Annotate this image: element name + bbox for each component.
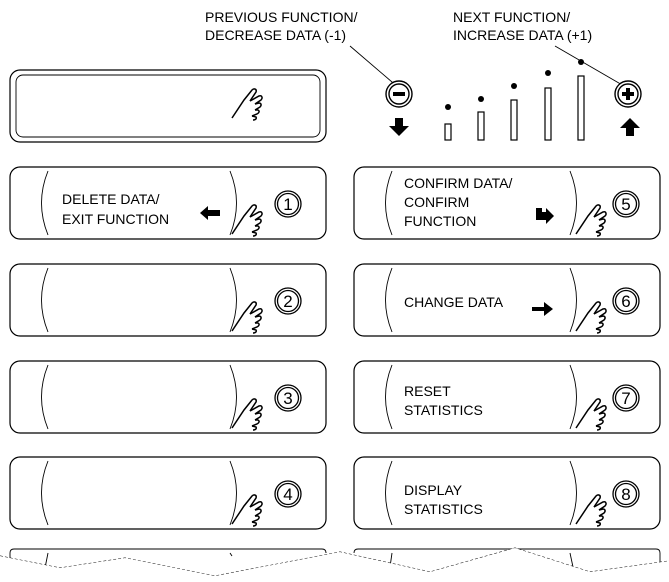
- level-bar: [544, 87, 552, 141]
- key-5-label-line1: CONFIRM DATA/: [404, 175, 512, 191]
- key-5[interactable]: CONFIRM DATA/ CONFIRM FUNCTION 5: [353, 166, 661, 240]
- next-function-button[interactable]: [614, 80, 642, 108]
- key-6-number: 6: [621, 292, 630, 311]
- key-2[interactable]: 2: [9, 263, 327, 337]
- minus-circle-icon: [393, 92, 405, 96]
- key-4-number: 4: [283, 485, 292, 504]
- key-7-number: 7: [621, 389, 630, 408]
- level-bar: [577, 75, 585, 141]
- next-leader-line: [554, 45, 625, 87]
- key-8[interactable]: DISPLAY STATISTICS 8: [353, 456, 661, 530]
- previous-function-label: PREVIOUS FUNCTION/: [205, 9, 358, 25]
- decrease-data-label: DECREASE DATA (-1): [205, 27, 346, 43]
- arrow-down-icon: [389, 118, 409, 136]
- arrow-up-icon: [620, 118, 640, 136]
- key-8-label-line2: STATISTICS: [404, 501, 483, 517]
- arrow-right-icon: [532, 302, 553, 316]
- key-2-number: 2: [283, 292, 292, 311]
- key-8-number: 8: [621, 485, 630, 504]
- key-3-number: 3: [283, 389, 292, 408]
- key-7-label-line1: RESET: [404, 383, 451, 399]
- key-8-label-line1: DISPLAY: [404, 482, 463, 498]
- key-6[interactable]: CHANGE DATA 6: [353, 263, 661, 337]
- level-bar: [444, 123, 452, 141]
- key-1-number: 1: [283, 195, 292, 214]
- arrow-left-icon: [200, 206, 220, 220]
- previous-function-button[interactable]: [385, 80, 413, 108]
- key-6-label-line1: CHANGE DATA: [404, 294, 504, 310]
- key-7[interactable]: RESET STATISTICS 7: [353, 360, 661, 434]
- key-7-label-line2: STATISTICS: [404, 402, 483, 418]
- increase-data-label: INCREASE DATA (+1): [453, 27, 592, 43]
- level-indicator: [444, 59, 585, 141]
- cut-off-key-row: [0, 540, 669, 582]
- key-3[interactable]: 3: [9, 360, 327, 434]
- key-1-label-line1: DELETE DATA/: [62, 191, 160, 207]
- next-function-label: NEXT FUNCTION/: [453, 9, 570, 25]
- previous-leader-line: [349, 45, 400, 89]
- key-1[interactable]: DELETE DATA/ EXIT FUNCTION 1: [9, 166, 327, 240]
- display-window: [9, 69, 327, 143]
- key-5-label-line2: CONFIRM: [404, 194, 469, 210]
- level-bar: [510, 99, 518, 141]
- key-1-label-line2: EXIT FUNCTION: [62, 211, 169, 227]
- key-5-number: 5: [621, 195, 630, 214]
- level-bar: [477, 111, 485, 141]
- arrow-return-icon: [536, 208, 554, 224]
- key-5-label-line3: FUNCTION: [404, 213, 476, 229]
- key-4[interactable]: 4: [9, 456, 327, 530]
